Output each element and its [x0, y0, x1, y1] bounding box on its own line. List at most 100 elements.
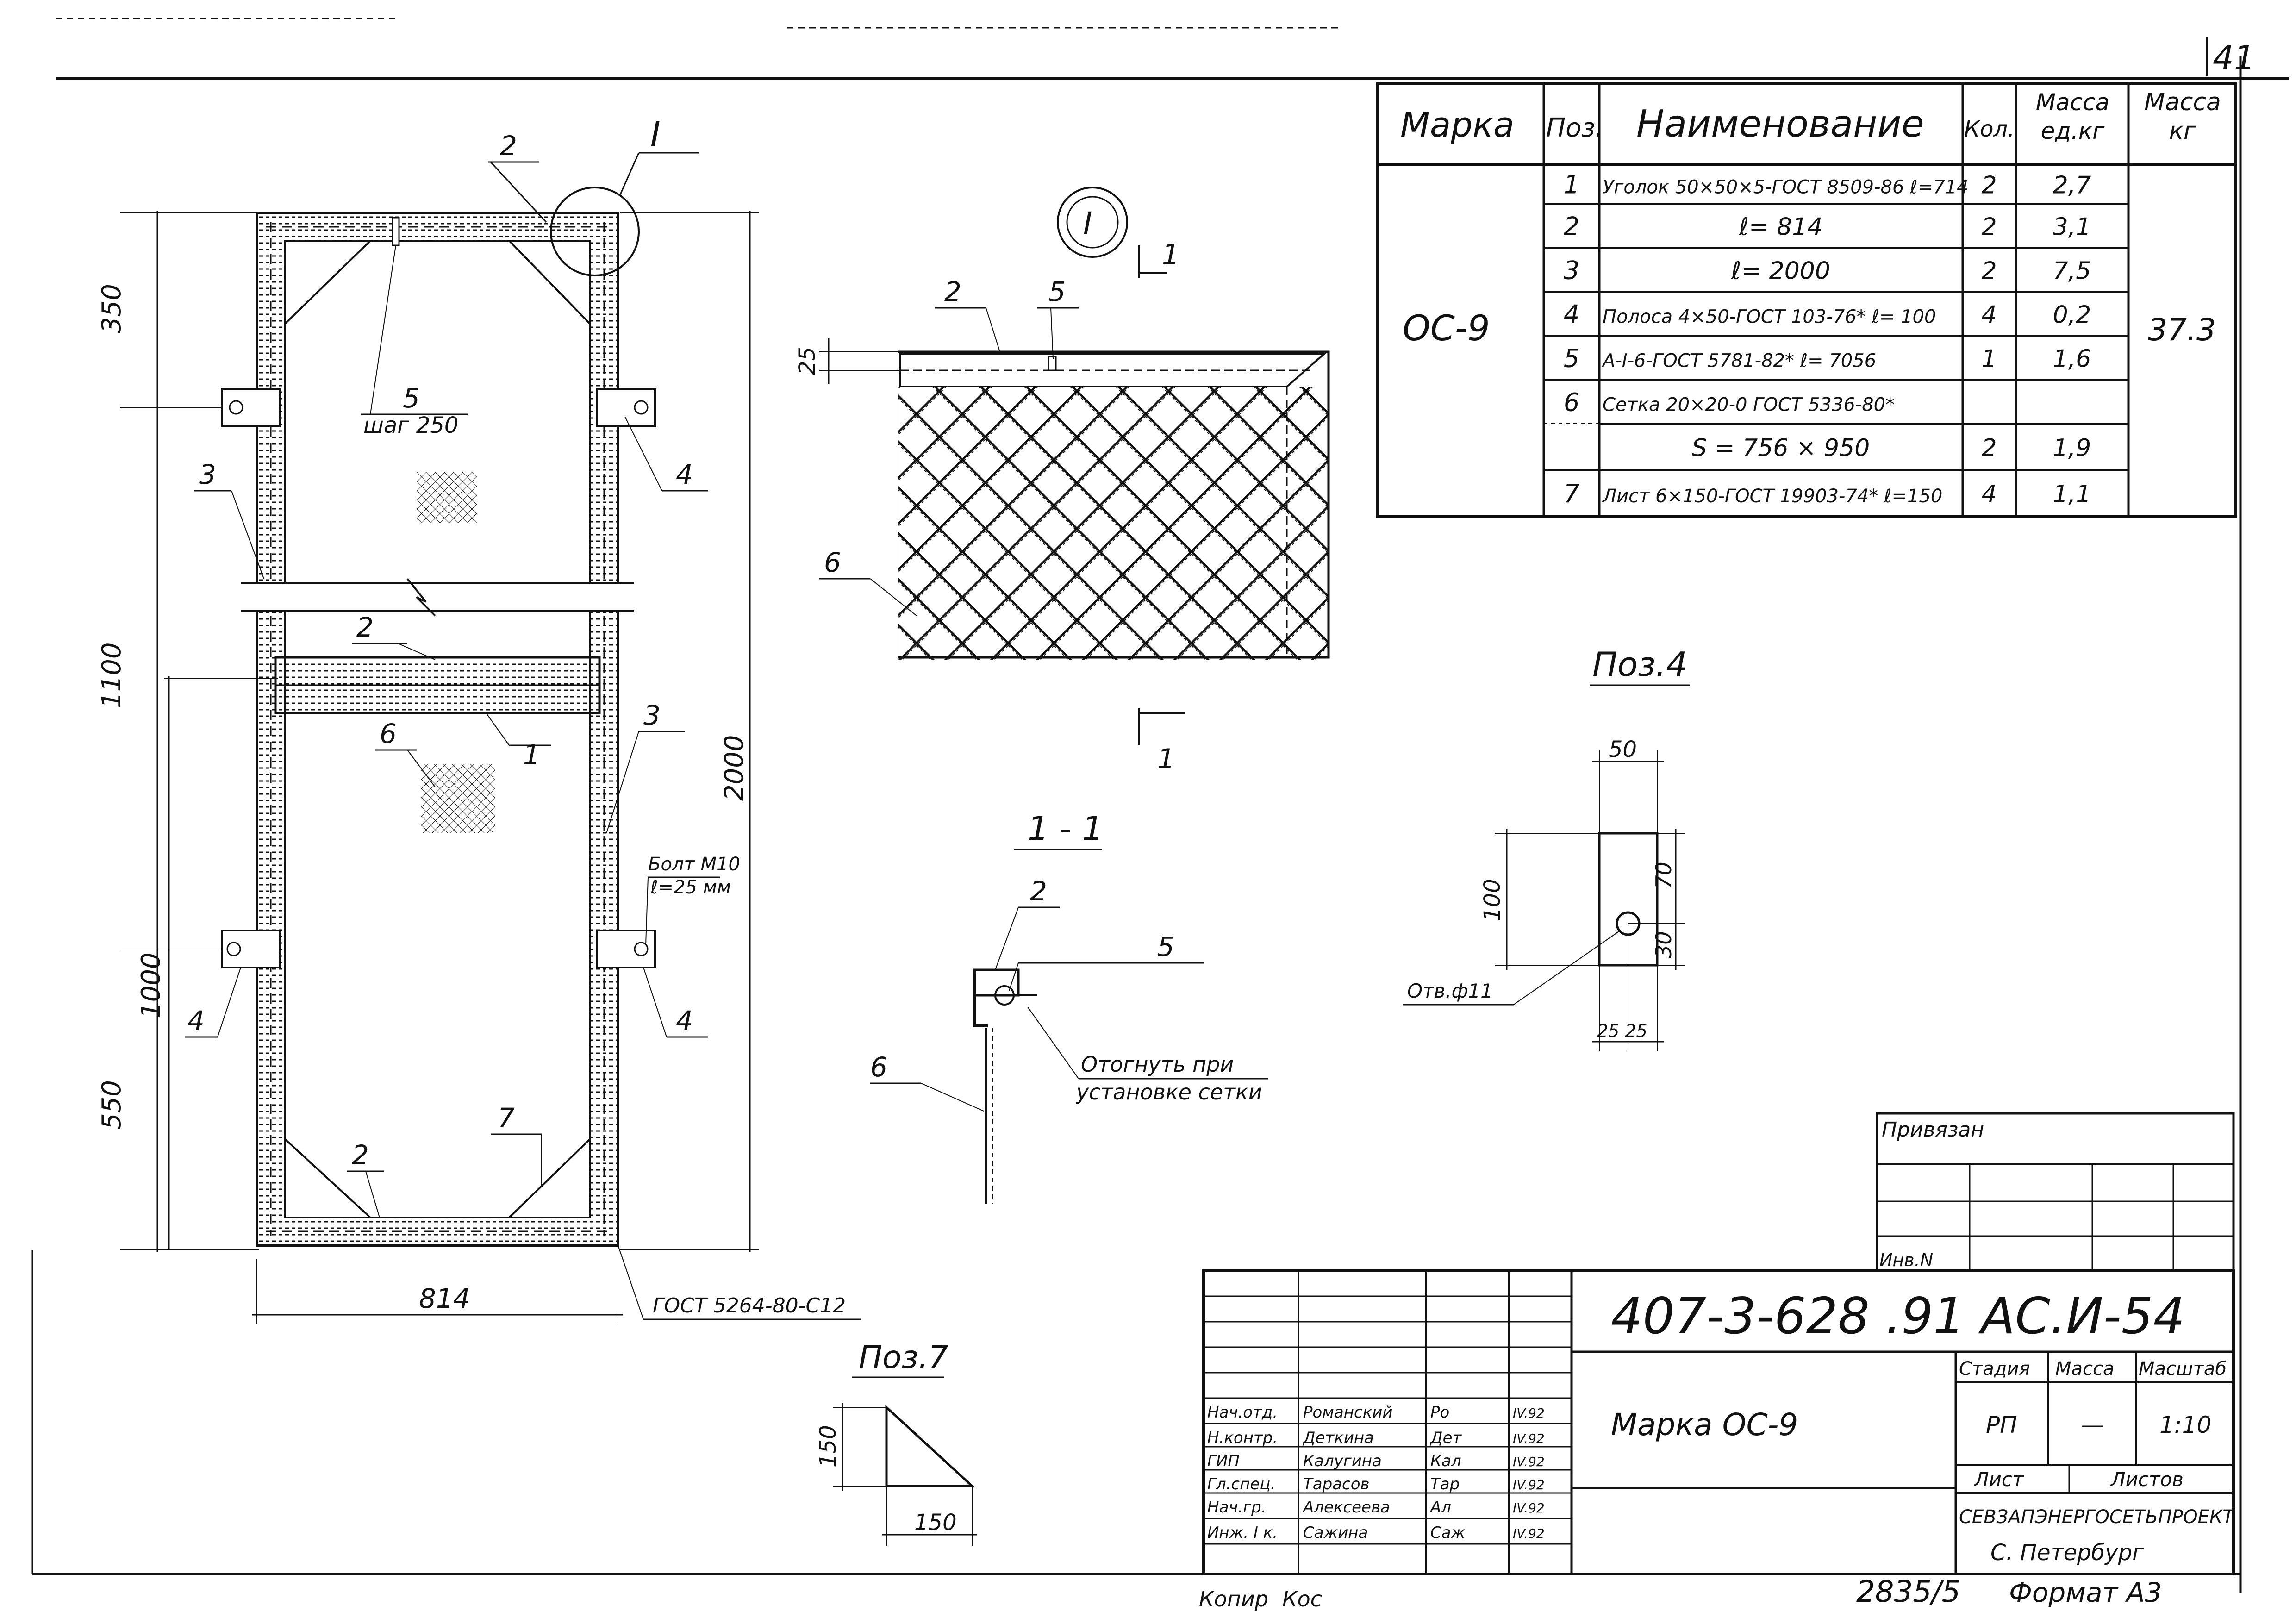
callout-pos2-bottom: 2	[352, 1139, 369, 1171]
spec-table	[1376, 82, 2237, 518]
spec-row-unit-mass: 1,1	[2053, 481, 2091, 508]
spec-row-unit-mass: 0,2	[2053, 301, 2091, 329]
stamp-person-name: Тарасов	[1303, 1475, 1370, 1493]
stamp-scale: 1:10	[2159, 1412, 2211, 1438]
pos4-dim-50: 50	[1609, 737, 1637, 762]
stamp-person-date: IV.92	[1513, 1431, 1545, 1446]
spec-row-pos: 7	[1564, 479, 1579, 508]
spec-row-name: ℓ= 814	[1739, 213, 1823, 241]
stamp-person-sign: Тар	[1430, 1475, 1460, 1493]
callout-pos4-bottom-left: 4	[187, 1005, 205, 1037]
section-mark-top: 1	[1162, 238, 1179, 271]
stamp-person-sign: Кал	[1430, 1452, 1461, 1470]
detail-i-dim-25: 25	[794, 347, 820, 375]
callout-pos2-middle: 2	[356, 612, 374, 643]
stamp-person-role: Н.контр.	[1207, 1429, 1278, 1447]
dim-1100: 1100	[97, 642, 127, 708]
th-name: Наименование	[1636, 102, 1924, 145]
th-pos: Поз.	[1546, 113, 1603, 143]
spec-row-name: Уголок 50×50×5-ГОСТ 8509-86 ℓ=714	[1603, 177, 1969, 198]
stamp-title: Марка ОС-9	[1611, 1407, 1798, 1443]
inventory-code: 2835/5	[1856, 1575, 1960, 1609]
spec-row-pos: 2	[1564, 212, 1579, 241]
stamp-sheets-header: Листов	[2110, 1468, 2184, 1491]
pos7-view	[833, 1376, 977, 1546]
callout-pos4-top-right: 4	[676, 459, 693, 490]
stamp-mass-header: Масса	[2055, 1358, 2115, 1380]
callout-pos5: 5	[403, 382, 420, 414]
callout-pos1: 1	[523, 739, 540, 770]
stamp-person-role: ГИП	[1207, 1452, 1240, 1470]
detail-callout-pos5: 5	[1048, 276, 1066, 307]
stamp-person-role: Нач.отд.	[1207, 1403, 1278, 1422]
dim-1000: 1000	[136, 952, 166, 1018]
stamp-scale-header: Масштаб	[2139, 1358, 2227, 1380]
copied-sign: Кос	[1282, 1587, 1322, 1612]
stamp-person-name: Алексеева	[1302, 1498, 1390, 1517]
dim-814: 814	[419, 1283, 470, 1314]
section-1-1-title: 1 - 1	[1028, 809, 1103, 848]
sheet-number: 41	[2213, 38, 2255, 77]
callout-pos6: 6	[380, 718, 397, 750]
section-note-line2: установке сетки	[1075, 1080, 1262, 1105]
spec-mark: ОС-9	[1403, 307, 1490, 349]
th-mark: Марка	[1400, 105, 1514, 145]
bolt-label: Болт М10	[648, 854, 740, 875]
spec-row-pos: 1	[1564, 170, 1579, 200]
spec-row-unit-mass: 7,5	[2053, 257, 2091, 285]
spec-row-unit-mass: 1,9	[2053, 434, 2091, 462]
stamp-person-sign: Ал	[1429, 1498, 1451, 1517]
title-block	[1202, 1112, 2235, 1575]
section-callout-pos5: 5	[1157, 931, 1174, 962]
spec-row-qty: 4	[1981, 481, 1997, 508]
spec-row-name: ℓ= 2000	[1731, 257, 1830, 285]
spec-row-pos: 3	[1564, 256, 1579, 285]
pos4-dim-100: 100	[1479, 879, 1505, 921]
frame-view	[120, 152, 861, 1324]
callout-detail-i: I	[650, 114, 661, 154]
format-label: Формат А3	[2009, 1577, 2162, 1608]
stamp-person-name: Романский	[1303, 1403, 1392, 1422]
pos4-title: Поз.4	[1592, 645, 1687, 684]
section-note-line1: Отогнуть при	[1081, 1052, 1234, 1077]
pos4-hole: Отв.ф11	[1407, 980, 1493, 1002]
stamp-sheet-header: Лист	[1973, 1468, 2024, 1491]
rod-step: шаг 250	[363, 412, 458, 438]
spec-row-pos: 6	[1564, 388, 1579, 417]
th-unit-mass: Масса ед.кг	[2036, 89, 2109, 144]
stamp-mass: —	[2081, 1412, 2104, 1438]
pos4-view	[1403, 684, 1690, 1051]
dim-2000: 2000	[719, 735, 749, 801]
stamp-person-name: Сажина	[1303, 1524, 1368, 1542]
th-qty: Кол.	[1964, 116, 2015, 142]
detail-callout-pos2: 2	[944, 276, 961, 307]
spec-rows: 1 Уголок 50×50×5-ГОСТ 8509-86 ℓ=714 2 2,7 2 ℓ…	[1564, 170, 2091, 509]
section-callout-pos2: 2	[1030, 875, 1047, 907]
section-callout-pos6: 6	[870, 1051, 887, 1083]
spec-row-name: S = 756 × 950	[1692, 434, 1870, 462]
section-1-1-view	[870, 849, 1268, 1204]
stamp-person-name: Калугина	[1303, 1452, 1382, 1470]
callout-pos2-top: 2	[500, 130, 517, 162]
pos7-dim-w: 150	[914, 1510, 957, 1536]
copied-label: Копир	[1199, 1587, 1268, 1612]
weld-gost-note: ГОСТ 5264-80-С12	[653, 1294, 846, 1318]
stamp-person-role: Нач.гр.	[1207, 1498, 1267, 1517]
stamp-inv: Инв.N	[1879, 1250, 1933, 1270]
callout-pos7: 7	[498, 1102, 515, 1134]
spec-row-qty: 2	[1981, 172, 1997, 200]
stamp-stage-header: Стадия	[1959, 1358, 2030, 1380]
spec-total-mass: 37.3	[2148, 312, 2216, 348]
spec-row-unit-mass: 2,7	[2053, 172, 2091, 200]
spec-row-name: Лист 6×150-ГОСТ 19903-74* ℓ=150	[1602, 486, 1942, 507]
spec-row-qty: 4	[1981, 301, 1997, 329]
pos4-dim-70: 70	[1651, 862, 1676, 889]
spec-row-qty: 2	[1981, 213, 1997, 241]
stamp-person-role: Гл.спец.	[1207, 1475, 1275, 1493]
spec-row-qty: 1	[1981, 345, 1997, 373]
spec-row-name: Сетка 20×20-0 ГОСТ 5336-80*	[1603, 394, 1895, 416]
pos4-dim-25-25: 25 25	[1597, 1021, 1647, 1041]
stamp-privyazan: Привязан	[1882, 1118, 1984, 1142]
stamp-person-sign: Саж	[1430, 1524, 1466, 1542]
